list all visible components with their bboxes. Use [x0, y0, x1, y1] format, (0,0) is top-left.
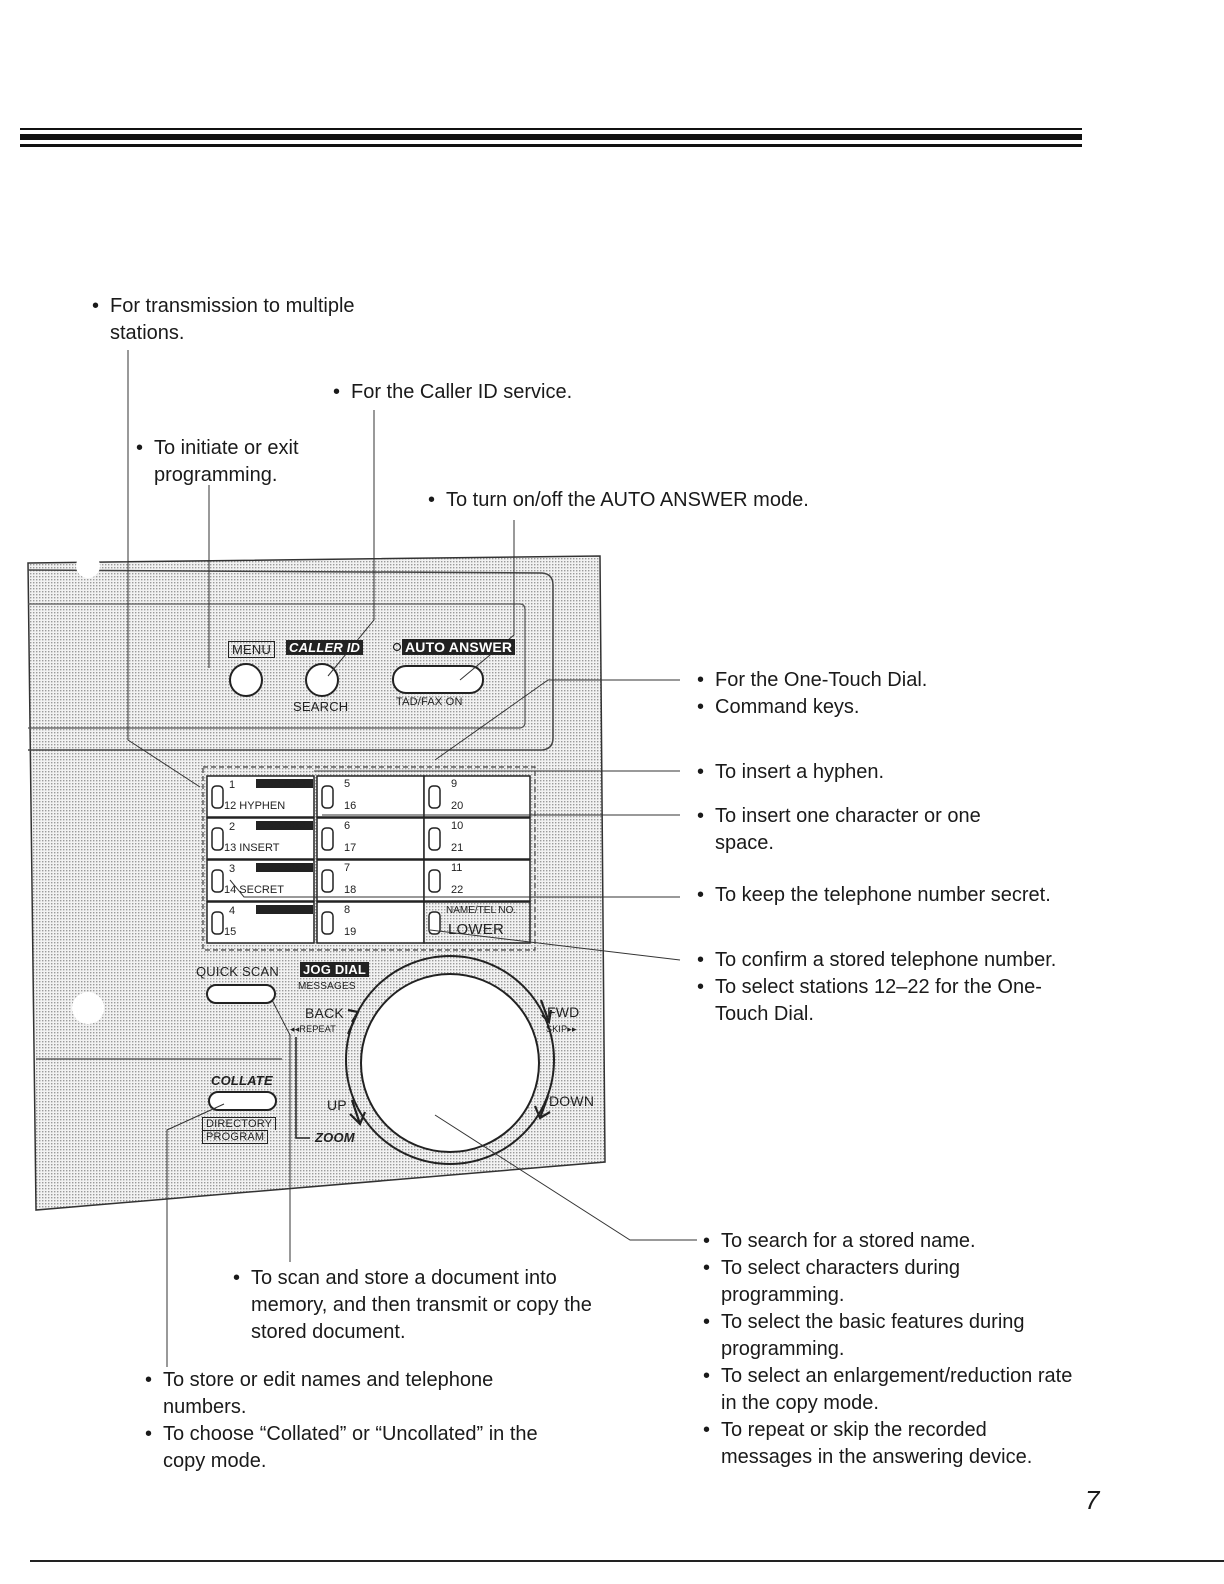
jog-dial-inner — [360, 973, 540, 1153]
note-insert-line: To insert one character or one space. — [697, 803, 1027, 857]
note-collate-line-1: To store or edit names and telephone num… — [145, 1367, 545, 1421]
note-broadcast: For transmission to multiple stations. — [92, 293, 392, 347]
bottom-rule — [30, 1560, 1224, 1562]
lower-label: LOWER — [448, 921, 505, 938]
note-auto-answer: To turn on/off the AUTO ANSWER mode. — [428, 487, 868, 514]
up-label: UP — [327, 1097, 347, 1113]
directory-label: DIRECTORY — [202, 1117, 277, 1130]
collate-button-shape — [208, 1091, 277, 1111]
panel-upper-area — [27, 569, 554, 751]
back-label: BACK — [305, 1005, 344, 1021]
key-19-label: 19 — [344, 926, 357, 938]
messages-label: MESSAGES — [298, 981, 356, 992]
note-one-touch: For the One-Touch Dial. Command keys. — [697, 667, 1057, 721]
key-20-label: 20 — [451, 800, 464, 812]
caller-id-label: CALLER ID — [286, 640, 364, 655]
note-lower-line-2: To select stations 12–22 for the One-Tou… — [697, 974, 1092, 1028]
key-11-num: 11 — [451, 862, 463, 874]
one-touch-area — [202, 766, 536, 951]
collate-label: COLLATE — [211, 1073, 273, 1088]
menu-button-shape — [229, 663, 263, 697]
top-rule-thick — [20, 134, 1082, 140]
jog-dial-label: JOG DIAL — [300, 962, 369, 977]
program-label: PROGRAM — [202, 1130, 269, 1144]
zoom-label: ZOOM — [315, 1130, 355, 1145]
note-jog-dial-line-5: To repeat or skip the recorded messages … — [703, 1417, 1078, 1471]
skip-label: SKIP▸▸ — [546, 1024, 577, 1034]
key-9-num: 9 — [451, 778, 458, 790]
key-22-label: 22 — [451, 884, 464, 896]
key-5-num: 5 — [344, 778, 351, 790]
note-one-touch-line-1: For the One-Touch Dial. — [697, 667, 1057, 694]
note-one-touch-line-2: Command keys. — [697, 694, 1057, 721]
note-jog-dial-line-3: To select the basic features during prog… — [703, 1309, 1078, 1363]
note-collate-line-2: To choose “Collated” or “Uncollated” in … — [145, 1421, 545, 1475]
broadcast-label-3: BROADCAST — [256, 863, 314, 872]
repeat-label: ◂◂REPEAT — [290, 1024, 336, 1034]
key-16-label: 16 — [344, 800, 357, 812]
key-2-num: 2 — [229, 821, 236, 833]
broadcast-label-2: BROADCAST — [256, 821, 314, 830]
note-caller-id: For the Caller ID service. — [333, 379, 613, 406]
key-1-num: 1 — [229, 779, 236, 791]
auto-answer-label: AUTO ANSWER — [402, 639, 516, 655]
note-quick-scan-line: To scan and store a document into memory… — [233, 1265, 603, 1346]
jog-dial-outer — [345, 955, 555, 1165]
key-3-num: 3 — [229, 863, 236, 875]
caller-id-button-shape — [305, 663, 339, 697]
key-10-num: 10 — [451, 820, 464, 832]
note-jog-dial: To search for a stored name. To select c… — [703, 1228, 1078, 1471]
note-auto-answer-line: To turn on/off the AUTO ANSWER mode. — [428, 487, 868, 514]
note-lower: To confirm a stored telephone number. To… — [697, 947, 1092, 1028]
top-rule-thin — [20, 128, 1082, 130]
fwd-label: FWD — [547, 1004, 580, 1020]
note-secret: To keep the telephone number secret. — [697, 882, 1097, 909]
key-6-num: 6 — [344, 820, 351, 832]
down-label: DOWN — [549, 1093, 595, 1109]
menu-label: MENU — [228, 641, 276, 658]
note-quick-scan: To scan and store a document into memory… — [233, 1265, 603, 1346]
broadcast-label-1: BROADCAST — [256, 779, 314, 788]
note-broadcast-line: For transmission to multiple stations. — [92, 293, 392, 347]
key-21-label: 21 — [451, 842, 464, 854]
key-18-label: 18 — [344, 884, 357, 896]
auto-answer-button-shape — [392, 665, 484, 694]
page-number: 7 — [1085, 1485, 1100, 1515]
search-label: SEARCH — [293, 699, 349, 714]
note-hyphen-line: To insert a hyphen. — [697, 759, 1057, 786]
name-tel-label: NAME/TEL NO. — [446, 905, 517, 916]
note-lower-line-1: To confirm a stored telephone number. — [697, 947, 1092, 974]
note-secret-line: To keep the telephone number secret. — [697, 882, 1097, 909]
note-jog-dial-line-2: To select characters during programming. — [703, 1255, 1078, 1309]
key-15-label: 15 — [224, 926, 237, 938]
quick-scan-button-shape — [206, 984, 276, 1004]
key-17-label: 17 — [344, 842, 357, 854]
note-collate: To store or edit names and telephone num… — [145, 1367, 545, 1475]
broadcast-label-4: BROADCAST — [256, 905, 314, 914]
key-7-num: 7 — [344, 862, 351, 874]
note-jog-dial-line-4: To select an enlargement/reduction rate … — [703, 1363, 1078, 1417]
key-13-label: 13 INSERT — [224, 842, 280, 854]
key-12-label: 12 HYPHEN — [224, 800, 286, 812]
note-caller-id-line: For the Caller ID service. — [333, 379, 613, 406]
top-rule-bottom — [20, 144, 1082, 147]
key-14-label: 14 SECRET — [224, 884, 284, 896]
tad-fax-on-label: TAD/FAX ON — [396, 696, 463, 708]
quick-scan-label: QUICK SCAN — [196, 964, 279, 979]
note-hyphen: To insert a hyphen. — [697, 759, 1057, 786]
key-4-num: 4 — [229, 905, 236, 917]
note-insert: To insert one character or one space. — [697, 803, 1027, 857]
note-menu-line: To initiate or exit programming. — [136, 435, 336, 489]
note-menu: To initiate or exit programming. — [136, 435, 336, 489]
key-8-num: 8 — [344, 904, 351, 916]
note-jog-dial-line-1: To search for a stored name. — [703, 1228, 1078, 1255]
